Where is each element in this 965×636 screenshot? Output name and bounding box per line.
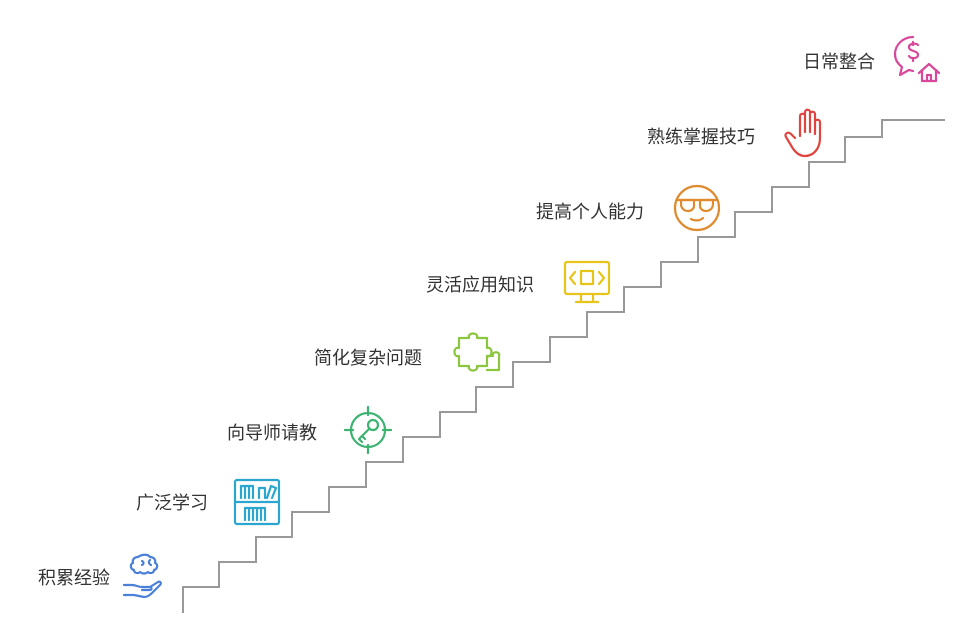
- step-label-broad-learning: 广泛学习: [136, 493, 208, 514]
- bookshelf-icon: [231, 476, 283, 528]
- step-label-master-skills: 熟练掌握技巧: [647, 127, 755, 148]
- sunglasses-face-icon: [671, 182, 723, 234]
- step-label-accumulate-experience: 积累经验: [38, 568, 110, 589]
- step-label-daily-integration: 日常整合: [803, 52, 875, 73]
- money-house-icon: [891, 33, 943, 85]
- step-label-ask-mentor: 向导师请教: [227, 423, 317, 444]
- staircase-path: [182, 119, 945, 613]
- raised-hand-icon: [782, 108, 834, 160]
- step-label-simplify-problems: 简化复杂问题: [314, 348, 422, 369]
- target-key-icon: [342, 404, 394, 456]
- step-label-improve-ability: 提高个人能力: [536, 202, 644, 223]
- puzzle-piece-icon: [451, 328, 503, 380]
- monitor-code-icon: [561, 256, 613, 308]
- brain-in-hand-icon: [120, 549, 172, 601]
- step-label-apply-knowledge: 灵活应用知识: [426, 275, 534, 296]
